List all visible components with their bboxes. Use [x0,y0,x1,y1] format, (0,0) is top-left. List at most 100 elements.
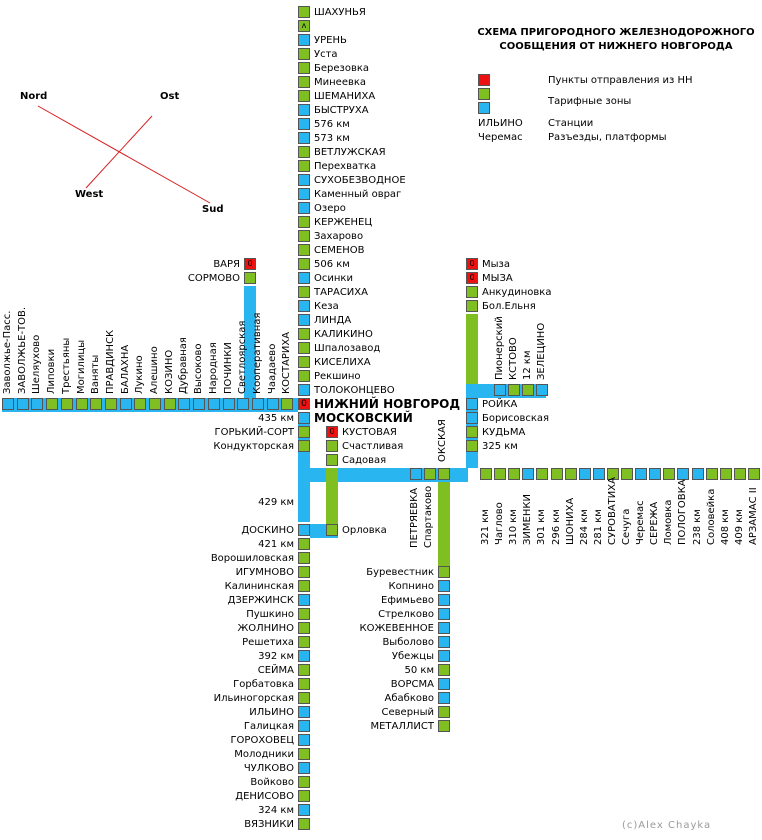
legend-departure-label: Пункты отправления из НН [548,75,693,86]
east-0-box [480,468,492,480]
north-11-label: Перехватка [314,161,377,172]
kustovaya-1-box [326,440,338,452]
south-20-label: 324 км [258,805,294,816]
south-2-box [298,552,310,564]
orlovka-label: Орловка [342,525,387,536]
north-7-label: БЫСТРУХА [314,105,369,116]
legend-halt-sample: Черемас [478,132,523,143]
north-17-label: СЕМЕНОВ [314,245,365,256]
oka-11-label: МЕТАЛЛИСТ [370,721,434,732]
west-1-box [16,398,29,410]
oka-10-box [438,706,450,718]
west-3-box [46,398,59,410]
east-6-box [564,468,577,480]
south-10-box [298,664,310,676]
roika-0-label: РОЙКА [482,399,518,410]
hub-marker: 0 [298,398,310,410]
south-2-label: Ворошиловская [210,553,294,564]
west-19-label: КОСТАРИХА [281,331,293,394]
spartakovo-label: Спартаково [423,485,434,548]
west-17-box [251,398,264,410]
north-9-label: 573 км [314,133,350,144]
north-6-label: ШЕМАНИХА [314,91,376,102]
below-hub-1-box [298,426,310,438]
below-hub-2-label: Кондукторская [213,441,294,452]
roika-1-box [466,412,478,424]
south-20-box [298,804,310,816]
kstovo-0-label: Пионерский [494,316,505,380]
east-junction-0-box [410,468,422,480]
south-5-label: ДЗЕРЖИНСК [227,595,294,606]
myza-3-label: Бол.Ельня [482,301,536,312]
west-18-box [266,398,279,410]
south-12-label: Ильиногорская [213,693,294,704]
south-16-label: Молодники [234,749,294,760]
north-25-box [298,356,310,368]
kstovo-1-box [508,384,520,396]
east-9-box [606,468,619,480]
west-8-box [119,398,132,410]
east-12-label: СЕРЕЖА [649,501,661,545]
oka-6-label: Убежцы [391,651,434,662]
south-11-label: Горбатовка [233,679,294,690]
east-9-label: СУРОВАТИХА [606,477,618,545]
south-10-label: СЕЙМА [257,665,294,676]
kustovaya-0-box: 0 [326,426,338,438]
south-0-box [298,524,310,536]
west-11-label: КОЗИНО [163,349,175,394]
north-13-box [298,188,310,200]
south-14-label: Галицкая [243,721,294,732]
kustovaya-2-label: Садовая [342,455,387,466]
west-6-box [90,398,103,410]
north-11-box [298,160,310,172]
east-18-box [733,468,746,480]
north-19-label: Осинки [314,273,353,284]
orlovka-box [326,524,338,536]
oka-8-label: ВОРСМА [390,679,434,690]
east-19-box [747,468,760,480]
north-10-box [298,146,310,158]
east-2-box [508,468,521,480]
east-11-label: Черемас [635,500,647,545]
roika-3-box [466,440,478,452]
north-0-box [298,6,310,18]
east-10-label: Сечуга [621,508,632,545]
oka-7-box [438,664,450,676]
kustovaya-band [326,468,338,538]
legend-station-label: Станции [548,118,594,129]
myza-2-label: Анкудиновка [482,287,552,298]
legend-blue-swatch [478,102,490,114]
petryaevka-label: ПЕТРЯЕВКА [409,487,420,548]
oka-11-box [438,720,450,732]
west-14-label: Народная [207,342,219,394]
north-4-label: Березовка [314,63,370,74]
west-16-label: Светлоярская [237,320,249,394]
west-17-label: Кооперативная [251,312,263,394]
north-17-box [298,244,310,256]
north-15-box [298,216,310,228]
east-18-label: 409 км [733,509,745,545]
north-20-box [298,286,310,298]
south-17-box [298,762,310,774]
east-16-label: Соловейка [705,488,717,545]
west-13-box [193,398,206,410]
west-6-label: Ваняты [90,354,102,394]
south-13-box [298,706,310,718]
myza-band [466,314,478,384]
south-17-label: ЧУЛКОВО [243,763,294,774]
south-9-box [298,650,310,662]
north-7-box [298,104,310,116]
west-1-label: ЗАВОЛЖЬЕ-ТОВ. [16,306,28,394]
oka-0-box [438,566,450,578]
east-13-box [663,468,676,480]
roika-2-box [466,426,478,438]
south-15-box [298,734,310,746]
sormovo-1-box [244,272,256,284]
roika-0-box [466,398,478,410]
oka-7-label: 50 км [404,665,435,676]
south-band [298,482,310,522]
east-junction-2-box [438,468,450,480]
east-15-label: 238 км [691,509,703,545]
oka-1-label: Копнино [388,581,434,592]
